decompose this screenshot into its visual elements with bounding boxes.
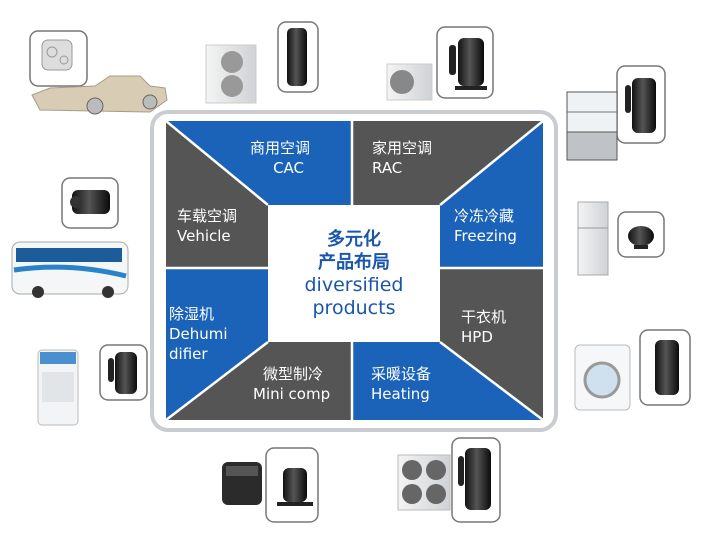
commercial-ac-unit-image [205,44,257,104]
label-hpd-en: HPD [461,328,493,346]
refrigerator-image [577,201,609,276]
rotary-compressor-icon [449,38,487,90]
label-vehicle-zh: 车载空调 [177,207,238,225]
label-mini: 微型制冷 Mini comp [253,364,330,404]
label-heating: 采暖设备 Heating [371,364,431,404]
label-vehicle-en: Vehicle [177,227,231,245]
label-dehumidifier-en1: Dehumi [169,325,228,343]
label-rac-en: RAC [372,159,403,177]
appliance-images [11,44,631,511]
residential-ac-unit-image [386,63,433,101]
freezing-compressor-icon [625,78,656,133]
bus-compressor-icon [70,190,110,214]
center-title-en-2: products [312,296,396,319]
center-title-box: 多元化 产品布局 diversified products [268,205,440,342]
car-compressor-icon [41,39,73,71]
segment-rac [352,121,543,205]
label-dehumidifier-zh: 除湿机 [169,305,215,323]
center-title-zh-2: 产品布局 [318,251,390,273]
segment-mini [166,342,352,420]
car-image [31,75,168,115]
label-cac-zh: 商用空调 [250,139,311,157]
heat-pump-image [397,454,451,511]
label-freezing: 冷冻冷藏 Freezing [454,206,517,246]
dehumidifier-compressor-icon [108,352,137,394]
label-cac: 商用空调 CAC [250,138,310,178]
compressor-icons [41,28,679,510]
label-freezing-en: Freezing [454,227,517,245]
label-heating-en: Heating [371,385,430,403]
label-dehumidifier: 除湿机 Dehumi difier [169,304,228,364]
label-heating-zh: 采暖设备 [371,365,432,383]
dehumidifier-image [37,349,79,426]
segment-freezing [440,121,543,268]
segment-heating [352,342,543,420]
washing-machine-image [574,344,631,411]
mini-compressor-icon [277,468,313,506]
label-mini-zh: 微型制冷 [263,365,324,383]
center-title-zh-1: 多元化 [327,228,381,250]
label-cac-en: CAC [273,159,305,177]
segment-cac [166,121,352,205]
label-vehicle: 车载空调 Vehicle [177,206,237,246]
display-fridge-image [566,91,618,161]
fridge-compressor-icon [628,226,654,249]
center-title-en-1: diversified [304,273,404,296]
scroll-compressor-icon [287,28,307,86]
label-rac-zh: 家用空调 [372,139,433,157]
label-mini-en: Mini comp [253,385,331,403]
label-hpd: 干衣机 HPD [461,307,506,347]
label-rac: 家用空调 RAC [372,138,432,178]
segment-hpd [440,268,543,420]
segment-dehumidifier [166,268,268,420]
heating-compressor-icon [458,448,491,510]
segment-vehicle [166,121,268,268]
label-hpd-zh: 干衣机 [461,308,507,326]
label-freezing-zh: 冷冻冷藏 [454,207,515,225]
mini-fridge-image [222,462,262,505]
label-dehumidifier-en2: difier [169,345,208,363]
bus-image [11,241,129,298]
hpd-compressor-icon [655,340,679,395]
